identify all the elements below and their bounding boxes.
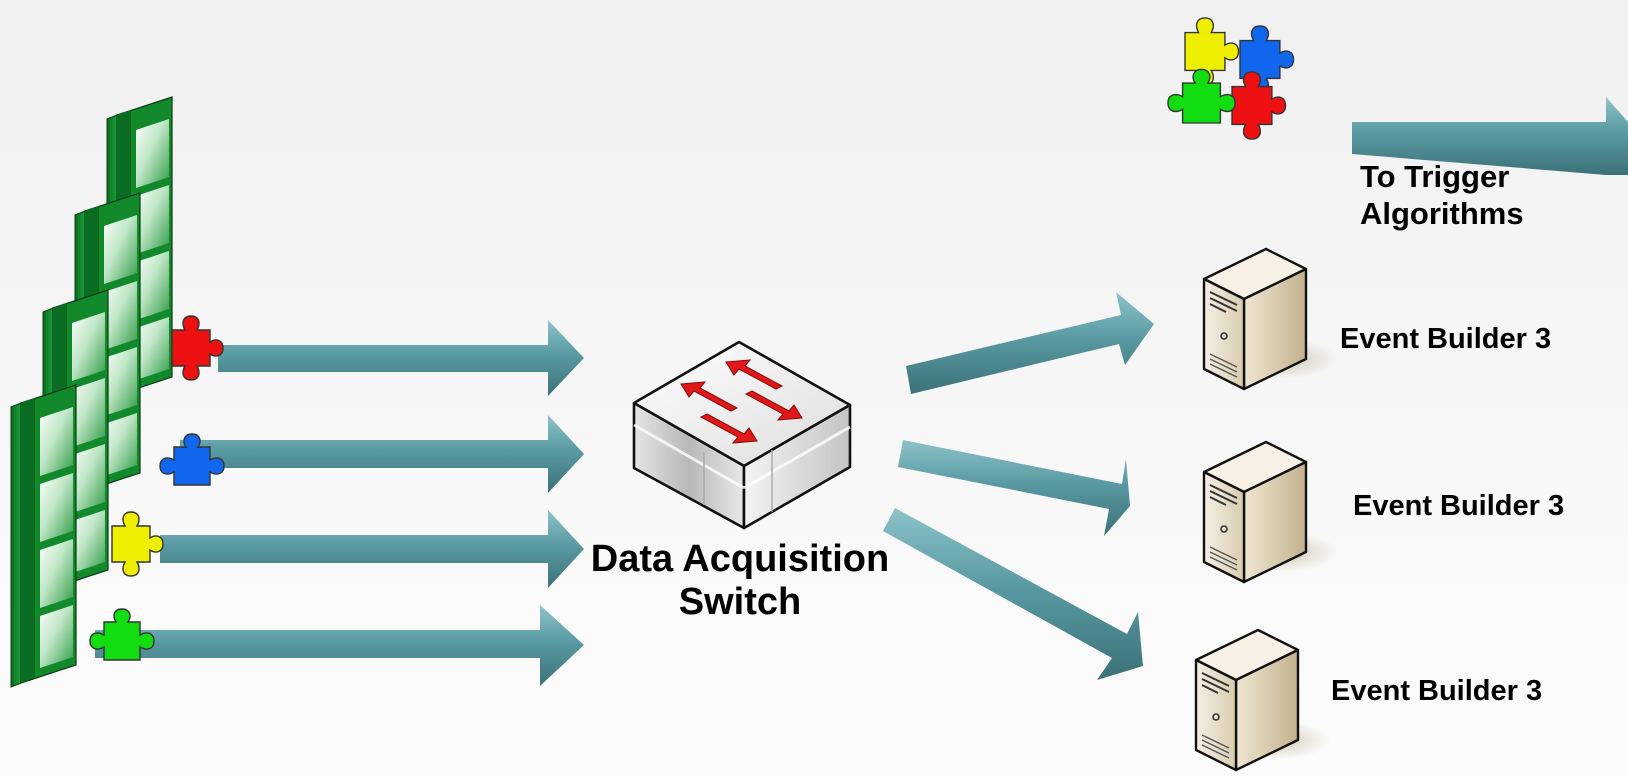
- trigger-label-line2: Algorithms: [1360, 196, 1524, 232]
- network-switch-icon: [632, 340, 852, 530]
- event-builder-label: Event Builder 3: [1353, 490, 1565, 522]
- trigger-label: To Trigger Algorithms: [1360, 158, 1524, 232]
- switch-label-line2: Switch: [678, 580, 802, 623]
- flow-arrow-to-builder-1: [906, 292, 1154, 394]
- server-tower-icon: [1194, 628, 1332, 772]
- event-builder-servers: [1194, 247, 1340, 772]
- trigger-label-line1: To Trigger: [1360, 159, 1510, 194]
- server-tower-icon: [1202, 440, 1340, 584]
- switch-label-line1: Data Acquisition: [590, 538, 890, 580]
- detector-module-icon: [10, 384, 77, 688]
- assembled-puzzle-icon: [1167, 17, 1295, 140]
- flow-arrow-to-trigger: [1352, 97, 1628, 175]
- flow-arrow-green: [95, 605, 584, 686]
- switch-label: Data Acquisition Switch: [590, 538, 890, 623]
- flow-arrow-red: [218, 320, 584, 396]
- event-builder-label: Event Builder 3: [1331, 675, 1543, 707]
- switch-arrows: [680, 359, 803, 444]
- fragment-arrows: [95, 320, 584, 686]
- flow-arrow-yellow: [160, 510, 584, 588]
- builder-arrows: [883, 292, 1154, 680]
- flow-arrow-blue: [180, 415, 584, 493]
- flow-arrow-to-builder-3: [883, 508, 1143, 680]
- puzzle-piece-icon: [171, 315, 224, 381]
- puzzle-piece-icon: [111, 511, 164, 577]
- detector-modules: [10, 96, 173, 688]
- event-builder-label: Event Builder 3: [1340, 323, 1552, 355]
- flow-arrow-to-builder-2: [898, 440, 1130, 536]
- server-tower-icon: [1202, 247, 1340, 391]
